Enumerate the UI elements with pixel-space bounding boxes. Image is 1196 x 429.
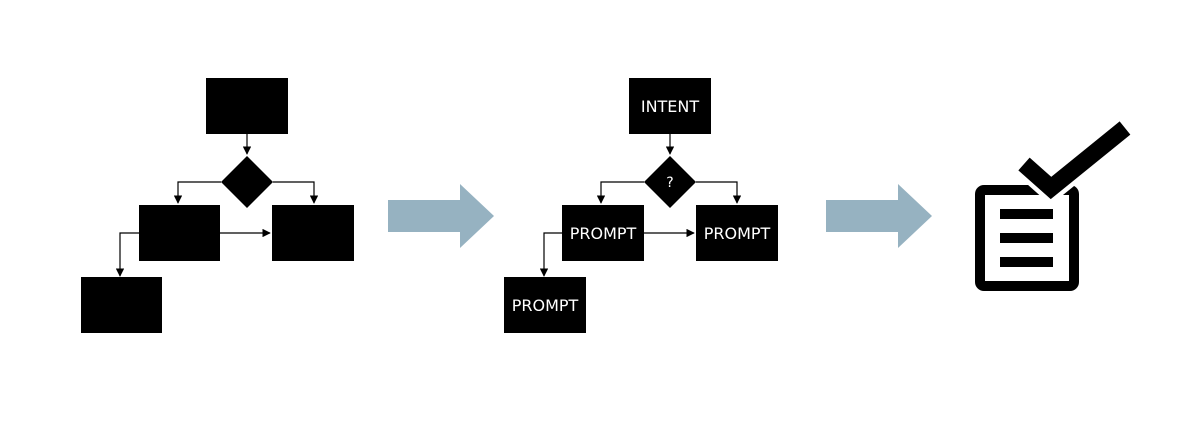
prompt-label-middle-right: PROMPT [704, 224, 771, 243]
decision-label: ? [666, 175, 673, 191]
intent-box [629, 78, 711, 134]
right-arrow-icon [826, 184, 932, 248]
prompt-box-bottom-left [504, 277, 586, 333]
prompt-box-middle-right [696, 205, 778, 261]
connector-decision-to-right [273, 181, 319, 204]
left-bottom-left-box [81, 277, 162, 333]
connector-decision-to-left [173, 181, 221, 204]
checklist-line-3 [1000, 257, 1053, 267]
connector-left-to-bottom [115, 232, 139, 277]
left-middle-left-box [139, 205, 220, 261]
middle-connectors [539, 134, 742, 277]
left-decision-diamond [221, 156, 273, 208]
prompt-label-bottom-left: PROMPT [512, 296, 579, 315]
intent-label: INTENT [641, 97, 700, 116]
left-middle-right-box [272, 205, 354, 261]
checklist-line-2 [1000, 233, 1053, 243]
prompt-box-middle-left [562, 205, 644, 261]
checklist-checkmark-icon [975, 117, 1134, 291]
prompt-label-middle-left: PROMPT [570, 224, 637, 243]
left-connectors [115, 134, 319, 277]
left-flowchart [81, 78, 354, 333]
connector-decision-to-left-prompt [596, 181, 644, 204]
middle-flowchart: INTENT ? PROMPT PROMPT PROMPT [504, 78, 778, 333]
decision-diamond [644, 156, 696, 208]
connector-prompt-to-bottom-prompt [539, 232, 563, 277]
left-top-box [206, 78, 288, 134]
connector-decision-to-right-prompt [696, 181, 742, 204]
right-arrow-icon [388, 184, 494, 248]
checklist-frame [975, 185, 1079, 291]
checklist-line-1 [1000, 209, 1053, 219]
checkmark-stroke [1018, 121, 1131, 200]
